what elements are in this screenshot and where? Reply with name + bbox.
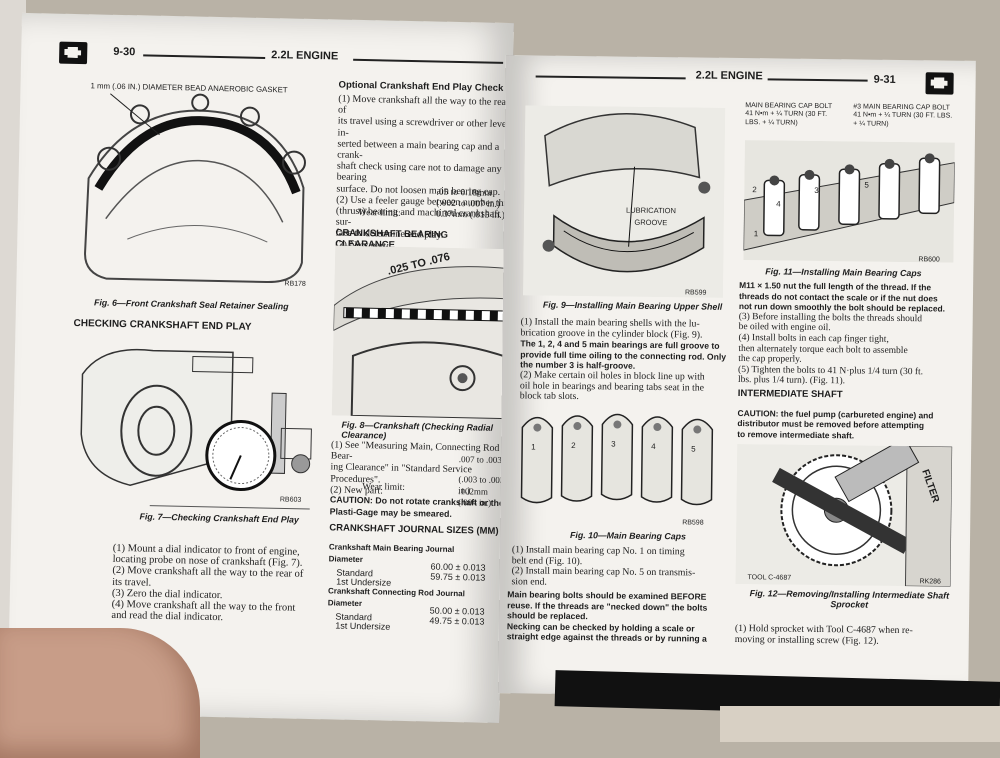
fig11-number: 5 bbox=[864, 180, 869, 190]
fig8-plastigage-drawing bbox=[331, 245, 514, 420]
photo-scene: 9-30 2.2L ENGINE 1 mm (.06 IN.) DIAMETER… bbox=[0, 0, 1000, 742]
fig10-cap-number: 4 bbox=[651, 441, 656, 452]
fig10-cap-number: 1 bbox=[531, 442, 536, 452]
fig6-seal-retainer-drawing bbox=[84, 93, 306, 284]
caution-text: CAUTION: Do not rotate crankshaft or the… bbox=[329, 494, 504, 519]
bolt-warning: Main bearing bolts should be examined BE… bbox=[507, 589, 728, 645]
sprocket-line: moving or installing screw (Fig. 12). bbox=[734, 633, 879, 647]
journal-rod-row-label: 1st Undersize bbox=[335, 620, 391, 632]
fig7-caption: Fig. 7—Checking Crankshaft End Play bbox=[139, 511, 299, 525]
fig10-cap-number: 2 bbox=[571, 440, 576, 451]
fig11-code: RB600 bbox=[918, 256, 940, 264]
right-page-number: 9-31 bbox=[873, 73, 896, 86]
caution-line: to remove intermediate shaft. bbox=[737, 428, 855, 441]
fig6-caption: Fig. 6—Front Crankshaft Seal Retainer Se… bbox=[93, 297, 289, 312]
fig10-code: RB598 bbox=[682, 519, 704, 527]
right-header-rule bbox=[535, 75, 686, 79]
journal-main-row-value: 59.75 ± 0.013 bbox=[430, 571, 486, 583]
fig9-bearing-shell-drawing bbox=[522, 105, 726, 298]
left-page-number: 9-30 bbox=[113, 45, 136, 59]
right-header-rule-2 bbox=[767, 78, 868, 82]
left-header-rule-2 bbox=[353, 58, 504, 64]
fig11-label-right: #3 MAIN BEARING CAP BOLT 41 N•m + ¼ TURN… bbox=[853, 103, 953, 128]
left-running-head: 2.2L ENGINE bbox=[271, 49, 339, 63]
fig12-sprocket-tool-drawing bbox=[735, 444, 953, 587]
procedure-left: (1) Mount a dial indicator to front of e… bbox=[111, 543, 313, 626]
fig9-code: RB599 bbox=[684, 289, 707, 297]
left-page: 9-30 2.2L ENGINE 1 mm (.06 IN.) DIAMETER… bbox=[7, 12, 514, 723]
hand bbox=[0, 628, 200, 758]
fig9-caption: Fig. 9—Installing Main Bearing Upper She… bbox=[542, 299, 723, 312]
right-page: 2.2L ENGINE 9-31 LUBRICATION GROOVE RB59… bbox=[498, 55, 976, 699]
intermediate-shaft-heading: INTERMEDIATE SHAFT bbox=[737, 388, 843, 401]
clearance-new-1: .007 to .003 bbox=[458, 454, 502, 465]
left-header-rule bbox=[143, 54, 266, 59]
fig11-number: 3 bbox=[814, 185, 819, 195]
right-running-head: 2.2L ENGINE bbox=[695, 69, 763, 83]
optional-line: shaft check using care not to damage any… bbox=[336, 160, 502, 184]
fig11-number: 4 bbox=[776, 199, 781, 209]
intermediate-caution: CAUTION: the fuel pump (carbureted engin… bbox=[737, 408, 957, 442]
fig6-code: RB178 bbox=[284, 280, 306, 288]
fig11-crankshaft-caps-drawing bbox=[743, 140, 955, 263]
fig10-main-bearing-caps-drawing bbox=[520, 413, 714, 506]
fig11-caption: Fig. 11—Installing Main Bearing Caps bbox=[765, 266, 922, 279]
journal-heading: CRANKSHAFT JOURNAL SIZES (MM) bbox=[329, 522, 499, 537]
fig12-tool-label: TOOL C-4687 bbox=[747, 574, 792, 582]
sprocket-text: (1) Hold sprocket with Tool C-4687 when … bbox=[734, 623, 955, 648]
nut-line: lbs. plus 1/4 turn). (Fig. 11). bbox=[737, 375, 846, 387]
fig12-code: RK286 bbox=[919, 578, 941, 586]
engine-icon bbox=[925, 72, 954, 95]
fig11-number: 2 bbox=[752, 185, 757, 195]
fig11-number: 1 bbox=[753, 229, 759, 239]
wear-limit-value: 0.37mm (.015 in.) bbox=[435, 209, 505, 222]
install-text: (1) Install the main bearing shells with… bbox=[520, 316, 736, 404]
fig10-caption: Fig. 10—Main Bearing Caps bbox=[569, 529, 686, 542]
nut-text: M11 × 1.50 nut the full length of the th… bbox=[738, 280, 959, 389]
checking-end-play-heading: CHECKING CRANKSHAFT END PLAY bbox=[73, 317, 252, 333]
bolt-warning-line: straight edge against the threads or by … bbox=[506, 631, 707, 645]
fig12-caption: Fig. 12—Removing/Installing Intermediate… bbox=[749, 588, 950, 610]
table-surface bbox=[720, 706, 1000, 742]
journal-rod-row-value: 49.75 ± 0.013 bbox=[429, 615, 485, 627]
install-caps-text: (1) Install main bearing cap No. 1 on ti… bbox=[511, 544, 727, 590]
fig10-cap-number: 3 bbox=[611, 439, 616, 449]
fig10-cap-number: 5 bbox=[691, 444, 696, 454]
optional-heading: Optional Crankshaft End Play Check bbox=[338, 79, 504, 94]
fig7-code: RB603 bbox=[279, 496, 302, 504]
fig9-groove-label: LUBRICATION GROOVE bbox=[626, 205, 677, 227]
fig11-label-left: MAIN BEARING CAP BOLT 41 N•m + ¼ TURN (3… bbox=[745, 102, 833, 127]
clearance-wear-label: Wear limit: bbox=[362, 482, 406, 493]
wear-limit-label: Wear limit: bbox=[357, 207, 401, 219]
engine-icon bbox=[58, 41, 88, 65]
fig7-dial-indicator-drawing bbox=[80, 348, 312, 510]
